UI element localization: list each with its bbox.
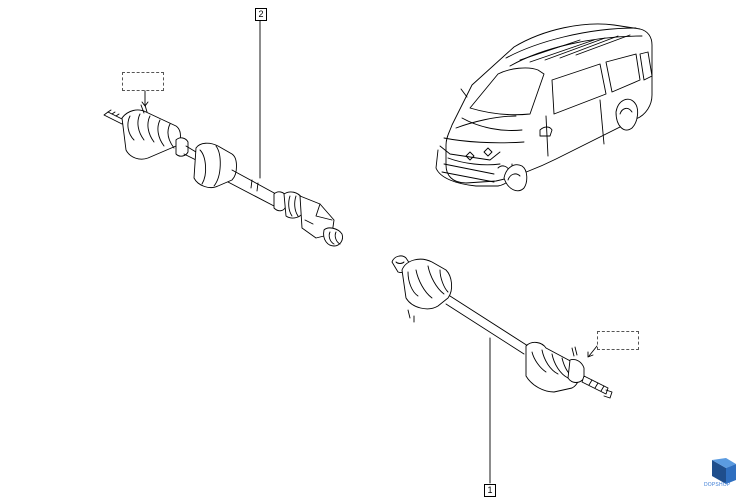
reference-placeholder-lower [597, 331, 639, 350]
vehicle-illustration [435, 23, 653, 192]
watermark-text: DOPSHOP [704, 482, 731, 488]
reference-placeholder-upper [122, 72, 164, 91]
drive-shaft-1 [391, 255, 613, 399]
arrow-upper-head [141, 101, 149, 107]
callout-box-2[interactable]: 2 [255, 8, 267, 21]
drive-shaft-2 [103, 104, 343, 247]
callout-box-1[interactable]: 1 [484, 484, 496, 497]
arrow-lower-head [587, 351, 594, 358]
arrow-lower [588, 345, 598, 357]
shop-logo-icon [712, 458, 736, 484]
